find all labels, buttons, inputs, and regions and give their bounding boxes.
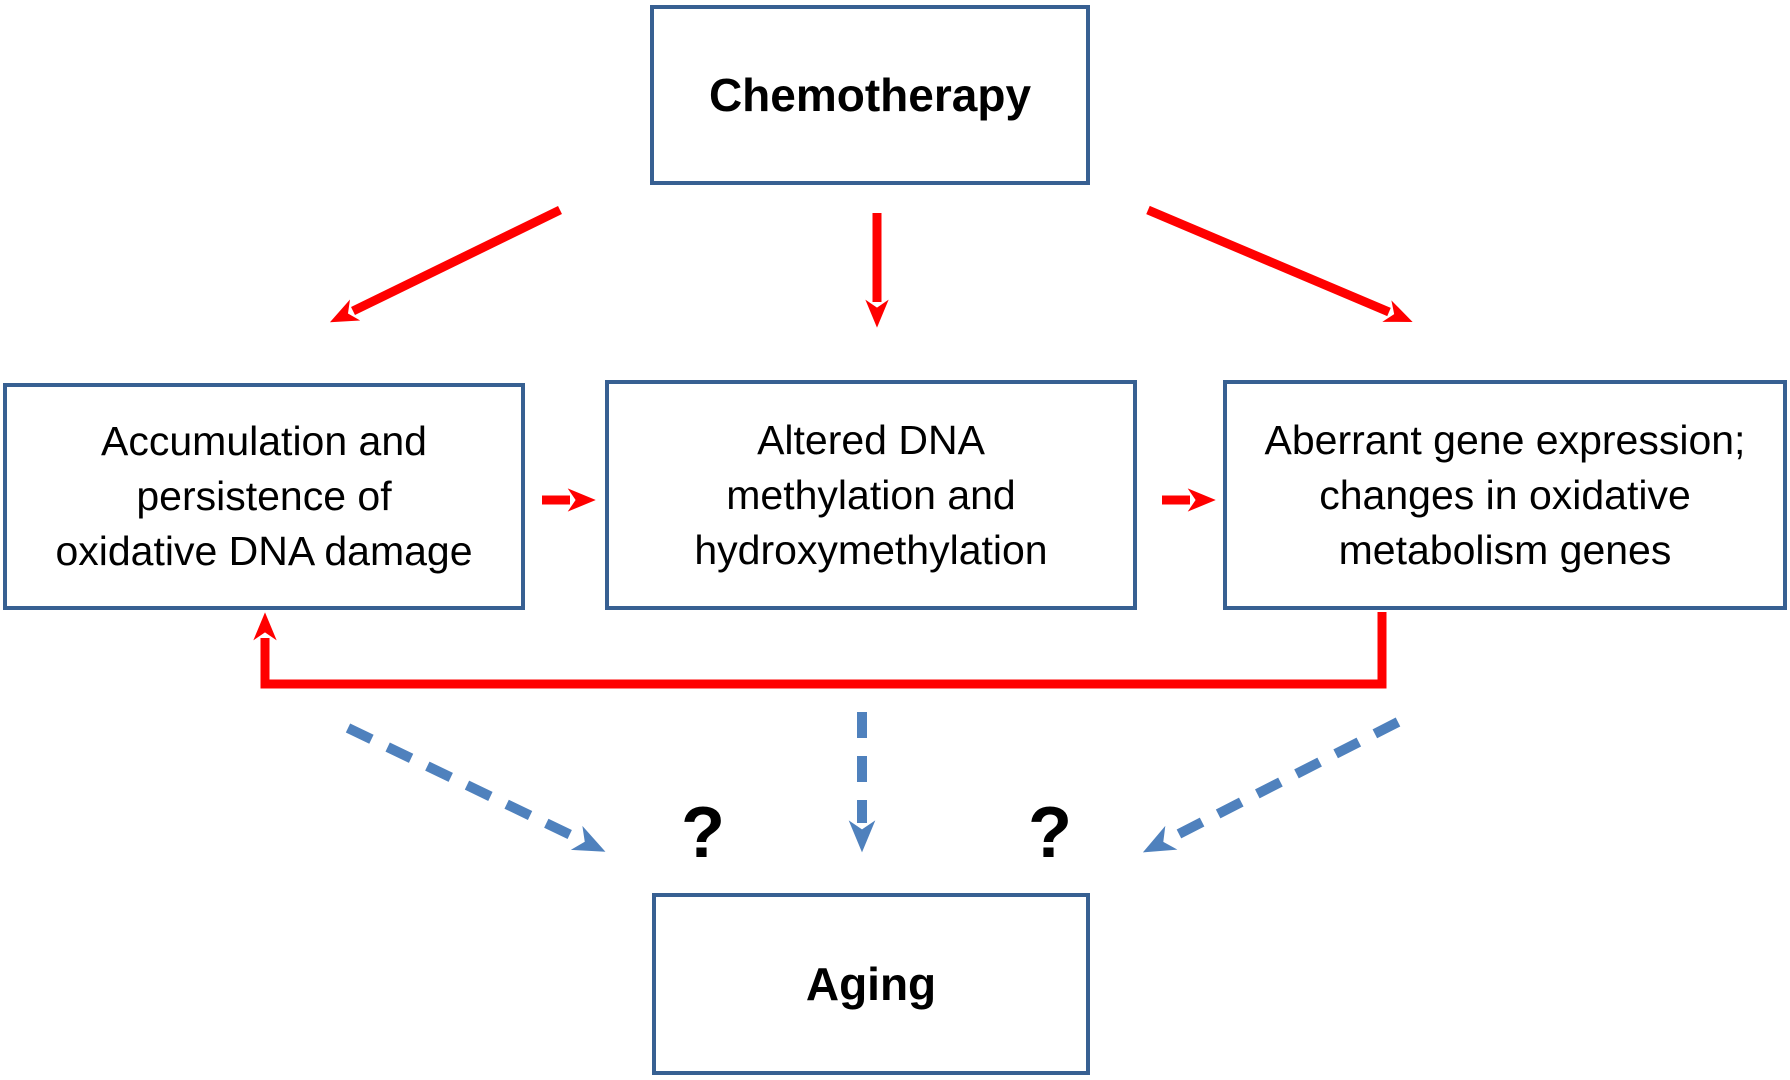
oxidative-dna-damage-box: Accumulation and persistence of oxidativ… bbox=[3, 383, 525, 610]
aging-box: Aging bbox=[652, 893, 1090, 1075]
dashed-arrow-gene-to-aging bbox=[1142, 717, 1401, 853]
methylation-line-1: Altered DNA bbox=[757, 416, 985, 463]
chemotherapy-box: Chemotherapy bbox=[650, 5, 1090, 185]
oxidative-line-3: oxidative DNA damage bbox=[55, 528, 473, 574]
oxidative-line-2: persistence of bbox=[136, 473, 392, 519]
arrow-chemo-to-gene bbox=[1146, 205, 1413, 323]
gene-line-1: Aberrant gene expression; bbox=[1264, 416, 1746, 463]
chemotherapy-label: Chemotherapy bbox=[708, 69, 1032, 121]
arrow-chemo-to-oxidative bbox=[329, 205, 562, 323]
dashed-arrow-oxidative-to-aging bbox=[345, 723, 606, 852]
oxidative-line-1: Accumulation and bbox=[101, 418, 427, 464]
arrow-gene-feedback-to-oxidative bbox=[253, 612, 1387, 689]
dna-methylation-box: Altered DNA methylation and hydroxymethy… bbox=[605, 380, 1137, 610]
gene-line-3: metabolism genes bbox=[1338, 526, 1672, 573]
question-mark-right: ? bbox=[1028, 793, 1072, 873]
methylation-line-2: methylation and bbox=[726, 471, 1016, 518]
methylation-line-3: hydroxymethylation bbox=[694, 526, 1048, 573]
gene-expression-box: Aberrant gene expression; changes in oxi… bbox=[1223, 380, 1787, 610]
question-mark-left: ? bbox=[681, 793, 725, 873]
aging-label: Aging bbox=[805, 958, 937, 1010]
gene-line-2: changes in oxidative bbox=[1319, 471, 1691, 518]
